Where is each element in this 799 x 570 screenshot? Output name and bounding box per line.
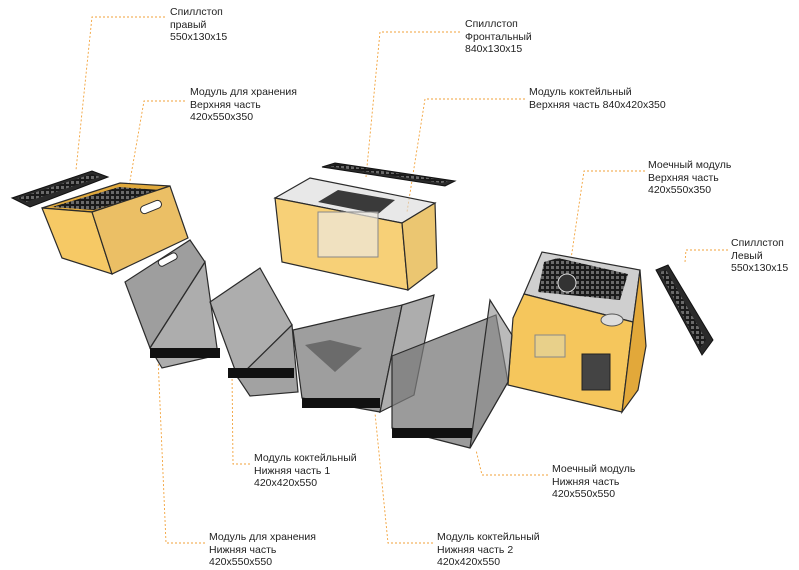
label-sink-module-top: Моечный модуль Верхняя часть 420x550x350	[648, 159, 732, 196]
label-cocktail-module-bottom-2: Модуль коктейльный Нижняя часть 2 420x42…	[437, 531, 540, 568]
label-storage-module-bottom: Модуль для хранения Нижняя часть 420x550…	[209, 531, 316, 568]
leader-storage-top	[126, 100, 185, 199]
label-cocktail-module-top: Модуль коктейльный Верхняя часть 840x420…	[529, 86, 666, 111]
label-cocktail-module-bottom-1: Модуль коктейльный Нижняя часть 1 420x42…	[254, 452, 357, 489]
leader-sink-bottom	[475, 449, 548, 476]
leader-cocktail-bottom2	[374, 412, 433, 544]
leader-cocktail-top	[406, 98, 525, 213]
leader-cocktail-bottom1	[231, 371, 250, 465]
leader-splash-right	[75, 16, 165, 171]
label-storage-module-top: Модуль для хранения Верхняя часть 420x55…	[190, 86, 297, 123]
spillstop-right	[10, 170, 110, 208]
sink-module-bottom	[391, 298, 513, 449]
storage-module-bottom	[124, 239, 220, 369]
storage-module-top	[41, 182, 189, 275]
label-spillstop-front: Спиллстоп Фронтальный 840x130x15	[465, 18, 532, 55]
leader-storage-bottom	[157, 357, 205, 544]
spillstop-left	[655, 264, 714, 356]
label-spillstop-left: Спиллстоп Левый 550x130x15	[731, 237, 789, 274]
cocktail-module-bottom-1	[209, 267, 299, 397]
label-spillstop-right: Спиллстоп правый 550x130x15	[170, 6, 228, 43]
cocktail-module-top	[273, 177, 438, 292]
spillstop-front	[321, 162, 457, 187]
sink-module-top	[507, 251, 647, 415]
leader-sink-top	[570, 170, 645, 260]
leader-lines	[75, 16, 728, 544]
leader-splash-front	[365, 31, 460, 178]
leader-splash-left	[684, 249, 728, 263]
label-sink-module-bottom: Моечный модуль Нижняя часть 420x550x550	[552, 463, 636, 500]
